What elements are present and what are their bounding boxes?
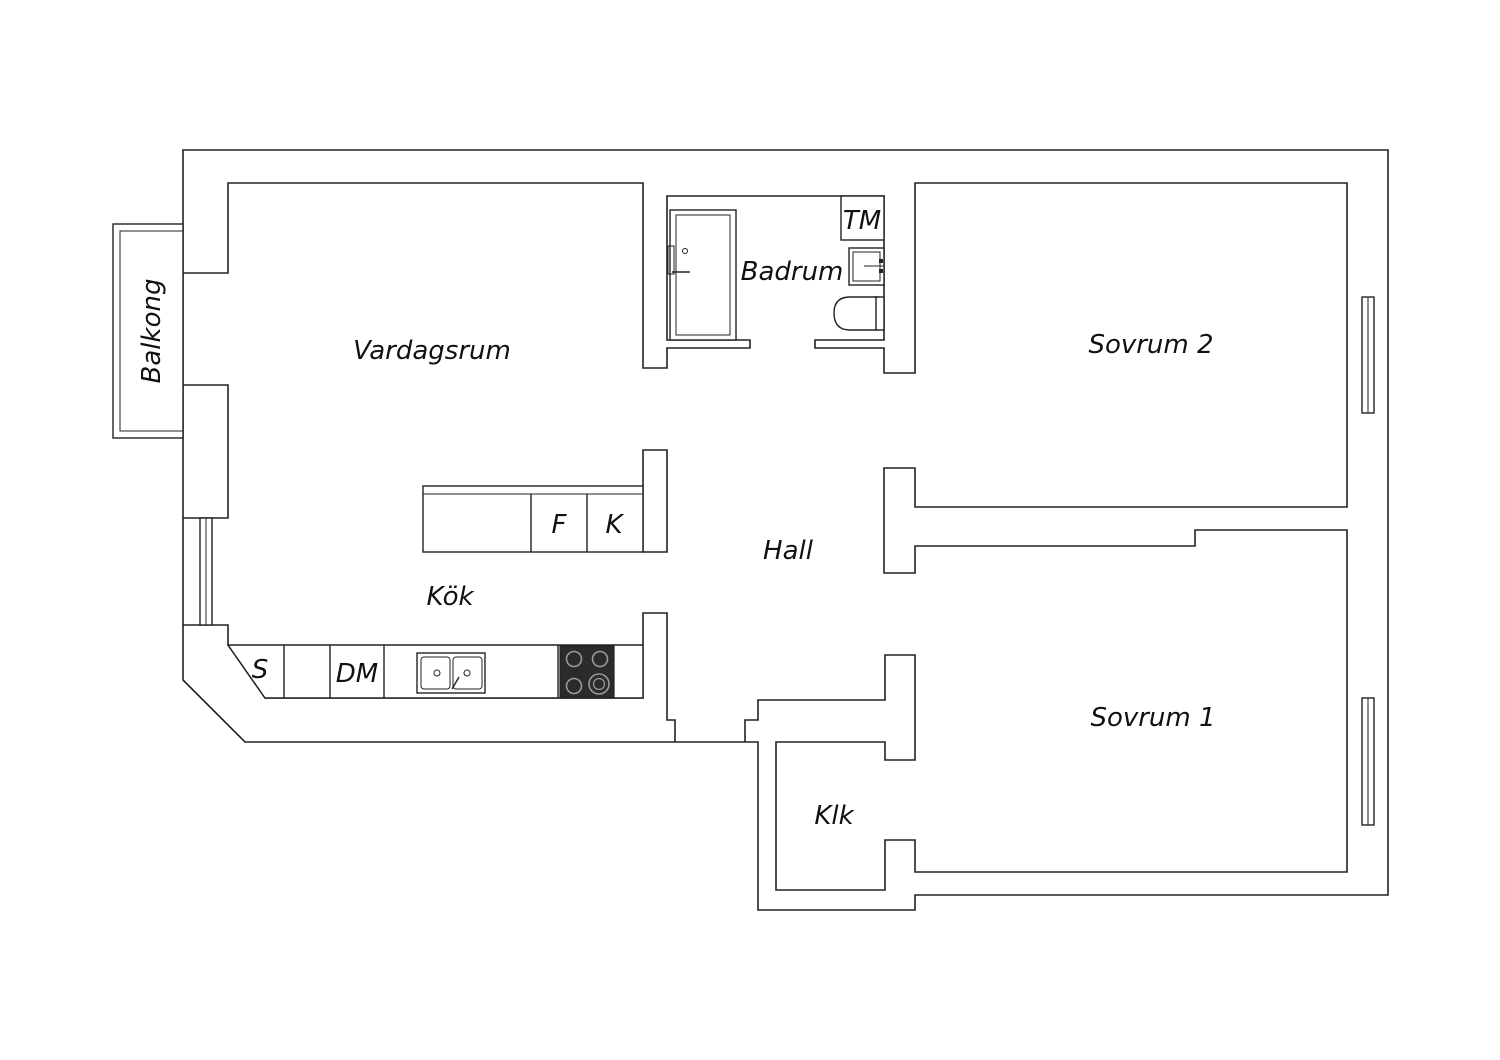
balcony xyxy=(112,223,184,439)
appliance-label-dm: DM xyxy=(336,659,378,689)
room-label-sovrum-2: Sovrum 2 xyxy=(1088,330,1213,360)
room-label-badrum: Badrum xyxy=(741,257,844,287)
room-label-hall: Hall xyxy=(763,536,814,566)
appliance-label-s: S xyxy=(252,655,269,685)
stove-icon xyxy=(559,645,615,699)
appliance-label-k: K xyxy=(605,510,624,540)
room-label-vardagsrum: Vardagsrum xyxy=(353,336,511,366)
appliance-label-tm: TM xyxy=(843,206,881,236)
room-label-klk: Klk xyxy=(814,801,854,831)
wall-kitchen-partition xyxy=(642,449,668,553)
room-label-balkong: Balkong xyxy=(137,279,167,384)
window-bedroom1 xyxy=(1361,697,1375,826)
window-bedroom2 xyxy=(1361,296,1375,414)
shower-icon xyxy=(667,209,737,341)
kitchen-island xyxy=(422,485,644,553)
room-label-sovrum-1: Sovrum 1 xyxy=(1090,703,1215,733)
room-label-kok: Kök xyxy=(426,582,474,612)
sink-icon xyxy=(848,247,885,286)
appliance-label-f: F xyxy=(552,510,568,540)
window-left xyxy=(199,517,213,626)
kitchen-sink-icon xyxy=(416,652,486,694)
toilet-icon xyxy=(833,296,885,331)
washer-icon xyxy=(840,195,885,241)
